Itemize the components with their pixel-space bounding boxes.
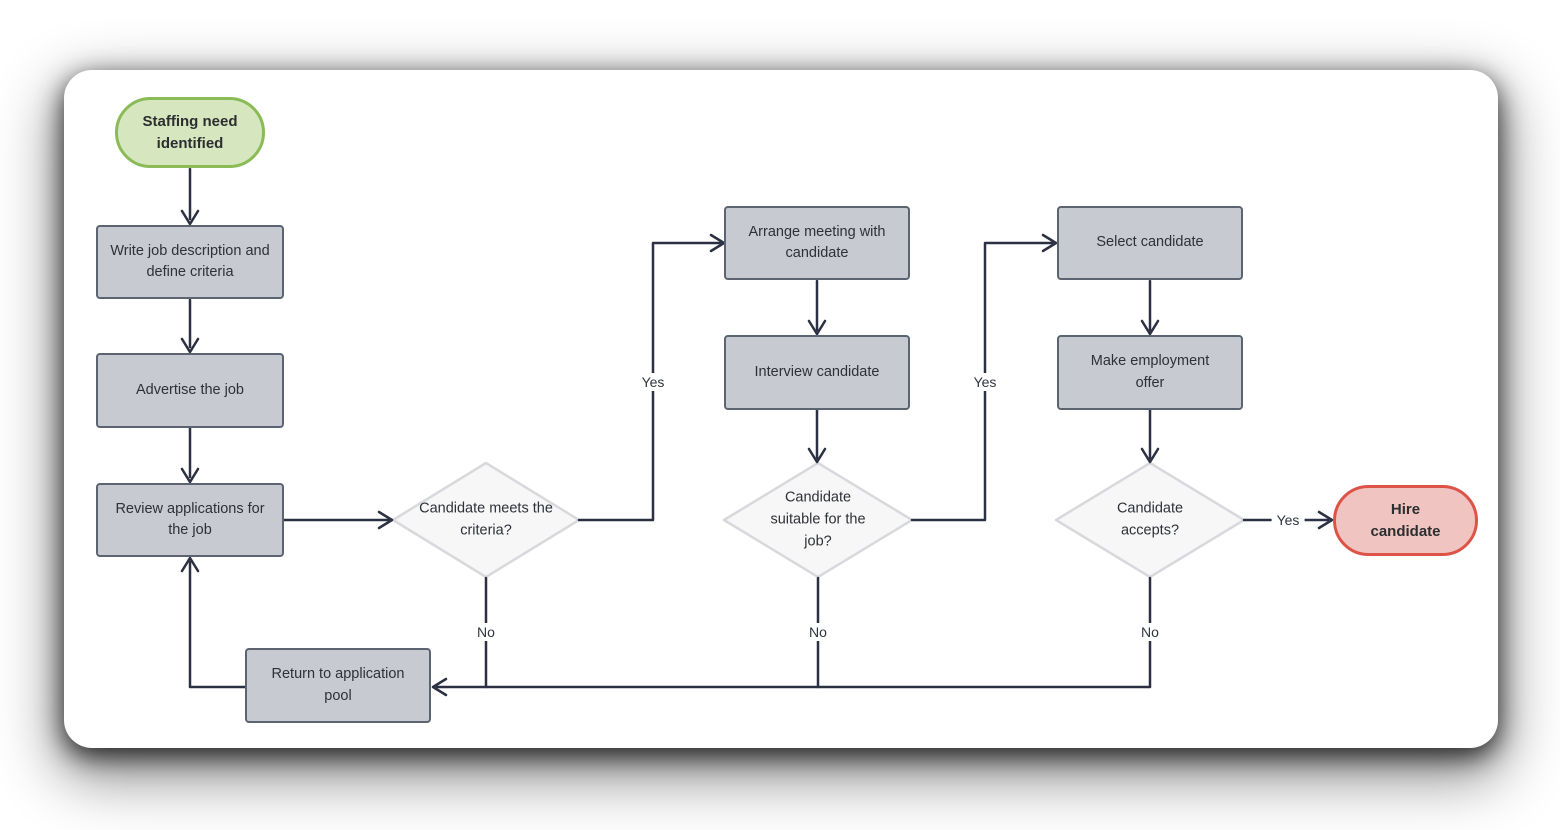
edge-accepts-no-to-return-pool [431,576,1152,697]
decision-suitable-label: Candidate suitable for the job? [770,489,866,549]
edge-start-to-write [180,167,200,226]
edge-arrange-to-interview [807,279,827,336]
node-label: Advertise the job [135,381,244,398]
edge-return-pool-to-review [180,556,247,689]
node-label: Select candidate [1096,234,1204,251]
edge-label-no-meets-criteria: No [472,623,500,641]
node-review-applications: Review applications for the job [96,483,284,557]
edge-label-yes-suitable: Yes [968,373,1002,391]
decision-accepts-label: Candidate accepts? [1116,500,1184,538]
edge-label-no-accepts: No [1136,623,1164,641]
node-label: Hire candidate [1370,500,1441,540]
edge-select-to-offer [1140,279,1160,336]
node-label: Arrange meeting with candidate [748,223,886,261]
node-arrange-meeting: Arrange meeting with candidate [724,206,910,280]
node-label: Make employment offer [1090,353,1210,391]
edge-label-yes-meets-criteria: Yes [636,373,670,391]
edge-write-to-advertise [180,298,200,354]
node-label: Staffing need identified [142,112,238,152]
edge-offer-to-accepts [1140,408,1160,464]
edge-label-no-suitable: No [804,623,832,641]
node-label: Return to application pool [271,666,405,704]
node-label: Interview candidate [754,363,880,380]
node-make-employment-offer: Make employment offer [1057,335,1243,410]
node-hire-candidate: Hire candidate [1333,485,1478,556]
node-label: Write job description and define criteri… [110,242,270,280]
node-staffing-need-identified: Staffing need identified [115,97,265,168]
node-return-to-application-pool: Return to application pool [245,648,431,723]
node-label: Review applications for the job [115,500,265,538]
decision-meets-criteria-label: Candidate meets the criteria? [419,500,553,538]
edge-interview-to-suitable [807,408,827,464]
node-select-candidate: Select candidate [1057,206,1243,280]
edge-advertise-to-review [180,426,200,484]
node-advertise-the-job: Advertise the job [96,353,284,428]
node-write-job-description: Write job description and define criteri… [96,225,284,299]
node-interview-candidate: Interview candidate [724,335,910,410]
edge-label-yes-accepts: Yes [1271,511,1305,529]
edge-review-to-meets-criteria [282,510,394,530]
